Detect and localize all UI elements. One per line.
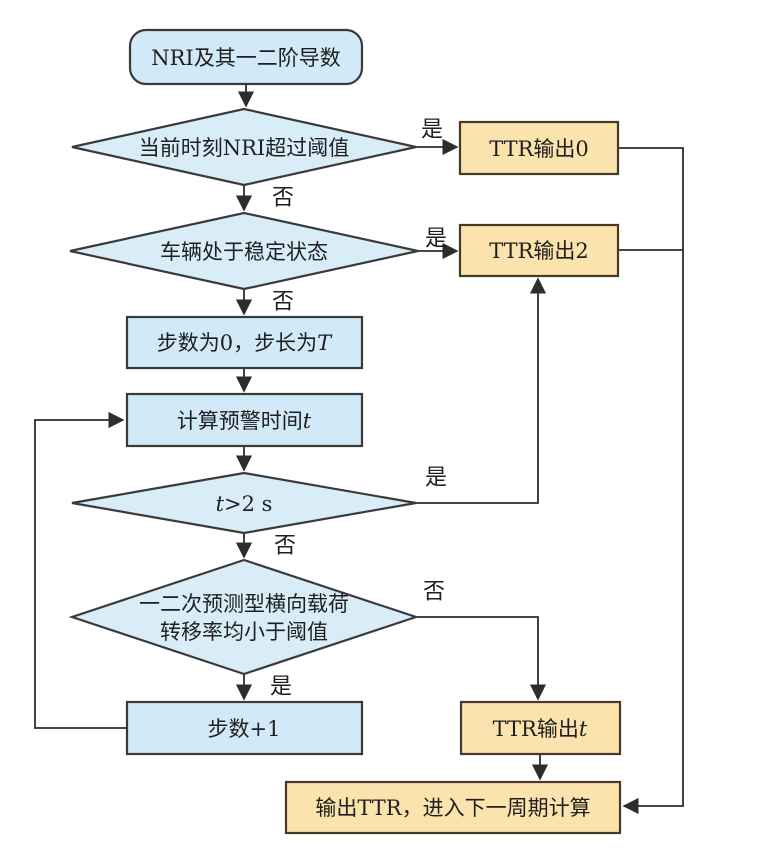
decision-ltr-threshold-label-line1: 一二次预测型横向载荷 <box>139 592 349 616</box>
d3-no-label: 否 <box>274 534 296 559</box>
calc-warning-time-shape <box>125 392 364 448</box>
d3-yes-label: 是 <box>425 466 447 491</box>
node-final-output: 输出TTR，进入下一周期计算 <box>284 780 622 835</box>
decision-vehicle-stable-label: 车辆处于稳定状态 <box>160 240 328 264</box>
decision-nri-threshold-label: 当前时刻NRI超过阈值 <box>139 136 349 160</box>
node-ttr-output-2: TTR输出2 <box>458 223 620 278</box>
node-decision-ltr-threshold: 一二次预测型横向载荷 转移率均小于阈值 <box>68 558 420 676</box>
node-decision-vehicle-stable: 车辆处于稳定状态 <box>69 211 419 291</box>
ttr-output-t-shape <box>459 700 622 756</box>
final-output-label: 输出TTR，进入下一周期计算 <box>315 796 590 820</box>
node-init-steps: 步数为0，步长为T <box>125 315 364 370</box>
d2-no-label: 否 <box>272 290 294 315</box>
edge-out0-rail-to-final <box>618 147 684 815</box>
start-terminator-shape <box>128 28 364 86</box>
d2-yes-label: 是 <box>425 227 447 252</box>
node-decision-nri-threshold: 当前时刻NRI超过阈值 <box>71 107 417 187</box>
decision-ltr-threshold-shape <box>68 558 420 676</box>
d1-yes-label: 是 <box>421 118 443 143</box>
final-output-shape <box>284 780 622 835</box>
start-label: NRI及其一二阶导数 <box>151 46 340 70</box>
flow-edges <box>34 84 684 815</box>
ttr-output-t-label: TTR输出t <box>493 717 588 741</box>
increment-steps-shape <box>125 700 364 756</box>
node-calc-warning-time: 计算预警时间t <box>125 392 364 448</box>
edge-step1-loop-to-calc <box>34 411 127 729</box>
node-increment-steps: 步数+1 <box>125 700 364 756</box>
d1-no-label: 否 <box>272 186 294 211</box>
decision-t-gt-2s-label: t>2 s <box>216 492 273 516</box>
decision-vehicle-stable-shape <box>69 211 419 291</box>
node-decision-t-gt-2s: t>2 s <box>71 471 417 535</box>
ttr-output-0-label: TTR输出0 <box>489 137 589 161</box>
node-ttr-output-t: TTR输出t <box>459 700 622 756</box>
d4-yes-label: 是 <box>270 675 292 700</box>
calc-warning-time-label: 计算预警时间t <box>177 409 312 433</box>
increment-steps-label: 步数+1 <box>208 717 281 741</box>
decision-t-gt-2s-shape <box>71 471 417 535</box>
node-ttr-output-0: TTR输出0 <box>458 120 620 176</box>
ttr-output-2-shape <box>458 223 620 278</box>
d4-no-label: 否 <box>423 580 445 605</box>
branch-labels: 是 否 是 否 是 否 否 是 <box>270 118 447 700</box>
edge-d3-yes-to-out2 <box>416 277 547 504</box>
node-start: NRI及其一二阶导数 <box>128 28 364 86</box>
init-steps-label: 步数为0，步长为T <box>157 331 333 355</box>
decision-ltr-threshold-label-line2: 转移率均小于阈值 <box>160 620 328 644</box>
ttr-output-2-label: TTR输出2 <box>489 239 589 263</box>
decision-nri-threshold-shape <box>71 107 417 187</box>
edge-d4-no-to-outt <box>416 616 547 701</box>
init-steps-shape <box>125 315 364 370</box>
ttr-output-0-shape <box>458 120 620 176</box>
